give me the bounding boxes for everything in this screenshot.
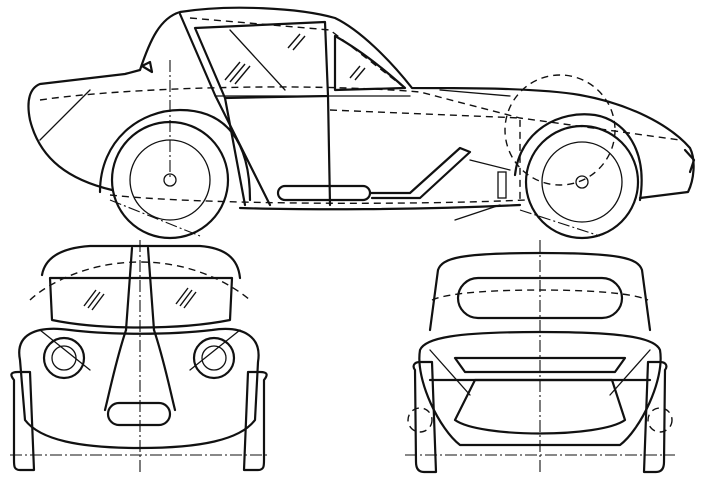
- side-rear-light: [683, 148, 696, 174]
- front-view: [10, 240, 270, 475]
- side-sill: [238, 203, 522, 211]
- side-ground-line-front: [109, 199, 201, 237]
- rear-left-wheel: [412, 360, 438, 474]
- front-left-wheel: [10, 370, 36, 472]
- side-rear-phantom-circle: [504, 74, 616, 186]
- side-hidden-frame: [39, 86, 681, 141]
- side-rear-hub: [575, 175, 589, 189]
- front-center-pillar-r: [146, 246, 156, 332]
- rear-construction-line: [609, 349, 651, 396]
- side-exhaust: [368, 146, 472, 200]
- side-construction-line: [439, 89, 511, 97]
- front-roof: [40, 244, 242, 280]
- front-grille: [106, 401, 172, 427]
- rear-view: [405, 240, 675, 475]
- front-hood-crease-left: [103, 328, 128, 412]
- rear-taillight-left: [407, 407, 433, 433]
- front-headlight-right: [192, 336, 236, 380]
- front-windshield: [48, 276, 234, 329]
- side-construction-line: [469, 159, 511, 171]
- side-fuel-tank: [276, 184, 372, 202]
- rear-roof: [428, 251, 652, 332]
- rear-right-wheel: [642, 360, 668, 474]
- side-door-front: [223, 96, 247, 207]
- side-shock-absorber: [497, 171, 507, 199]
- front-headlight-left: [42, 336, 86, 380]
- front-construction-line: [39, 329, 91, 371]
- rear-deck: [453, 356, 627, 374]
- front-right-wheel: [242, 370, 268, 472]
- front-hood-crease-right: [152, 328, 177, 412]
- side-hidden-engine-bay: [329, 109, 521, 200]
- side-a-pillar: [178, 12, 272, 207]
- rear-boot-lid: [453, 378, 627, 435]
- rear-window: [456, 276, 624, 320]
- side-construction-line: [39, 89, 91, 141]
- side-window-hatch: [224, 33, 366, 85]
- side-ground-line-rear: [519, 209, 601, 237]
- front-body: [18, 327, 260, 450]
- side-mirror: [140, 60, 154, 74]
- rear-hidden-body: [431, 289, 649, 301]
- side-front-wheel-arch: [98, 108, 252, 202]
- rear-taillight-right: [647, 407, 673, 433]
- side-body-outline: [27, 6, 695, 200]
- front-construction-line: [189, 329, 241, 371]
- front-headlight-right-lens: [201, 345, 227, 371]
- side-construction-line: [229, 29, 286, 91]
- rear-construction-line: [429, 349, 471, 396]
- side-rear-wheel-arch: [513, 113, 643, 202]
- side-chassis-dashed: [109, 194, 526, 204]
- side-construction-line: [454, 204, 501, 221]
- front-center-pillar-l: [124, 246, 134, 332]
- side-rear-hub-ring: [541, 141, 623, 223]
- side-hidden-roof: [189, 17, 406, 89]
- front-windshield-hatch: [83, 287, 197, 311]
- side-front-hub: [163, 173, 177, 187]
- side-rear-wheel: [524, 124, 640, 240]
- side-door-rear: [326, 94, 332, 207]
- side-view: [27, 6, 696, 240]
- rear-body: [418, 330, 662, 447]
